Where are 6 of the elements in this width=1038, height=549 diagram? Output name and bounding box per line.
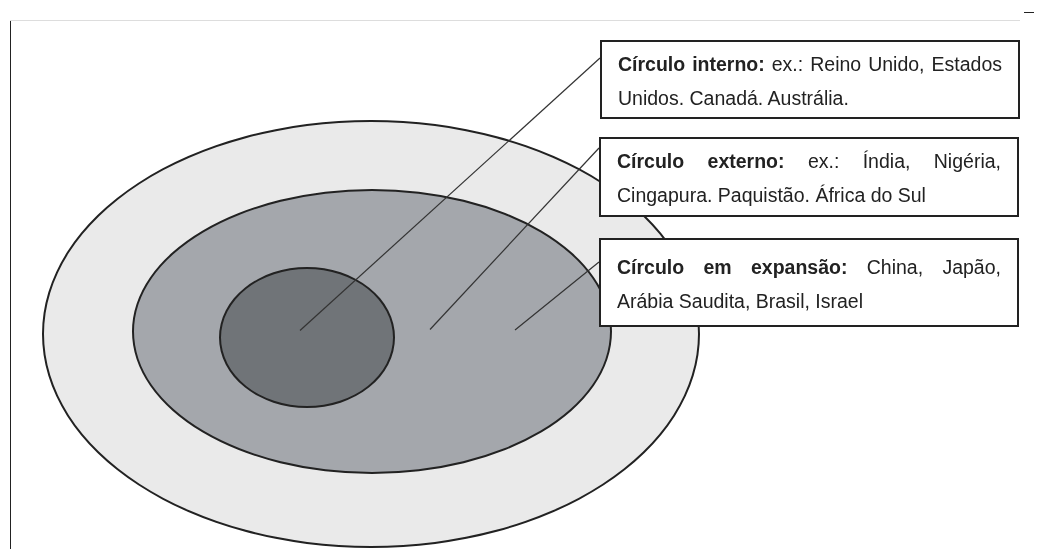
text-box: Círculo em expansão: China, Japão, Arábia Saudita, Brasil, Israel xyxy=(599,238,1019,327)
leader-line xyxy=(299,57,601,332)
text-box: Círculo interno: ex.: Reino Unido, Estados Unidos. Canadá. Austrália. xyxy=(600,40,1020,119)
text-box: Círculo externo: ex.: Índia, Nigéria, Cingapura. Paquistão. África do Sul xyxy=(599,137,1019,217)
leader-line xyxy=(429,147,600,331)
leader-line xyxy=(514,261,600,331)
